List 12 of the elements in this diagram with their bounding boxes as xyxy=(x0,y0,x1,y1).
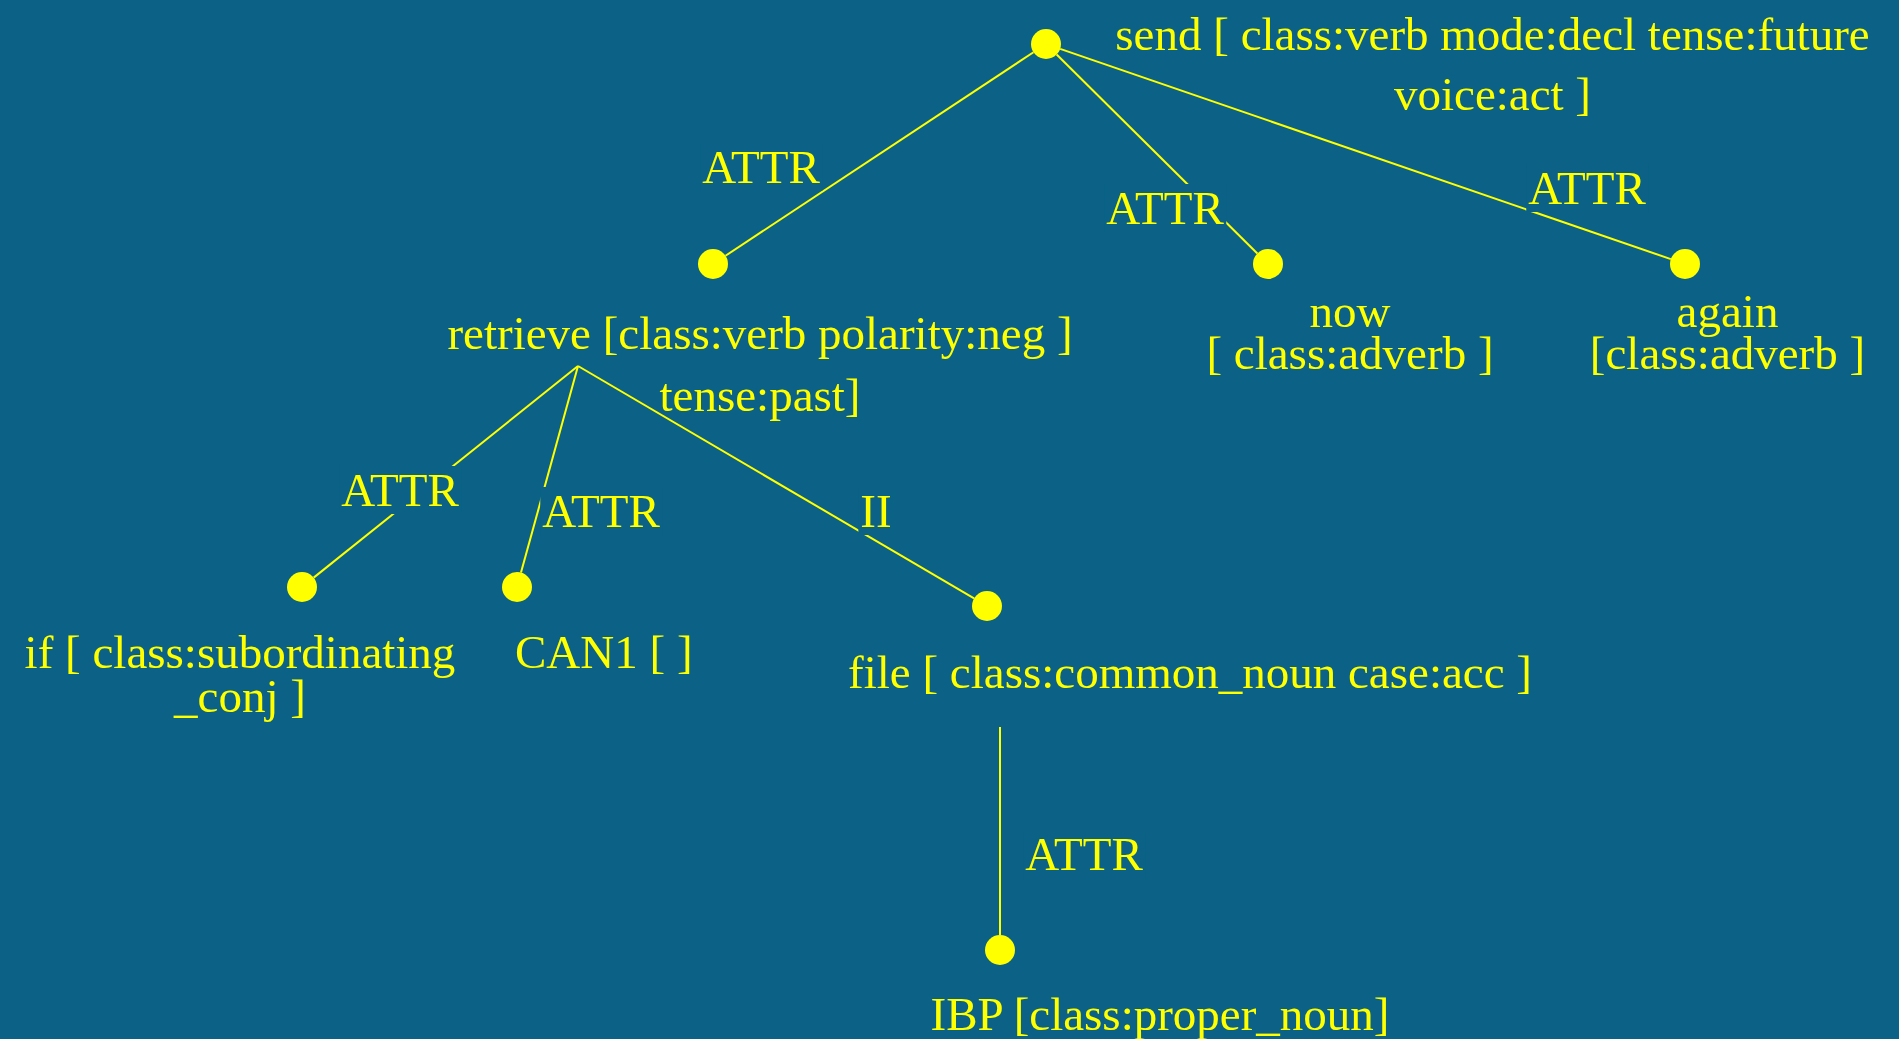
node-label: now [ class:adverb ] xyxy=(1205,290,1495,374)
node-label: file [ class:common_noun case:acc ] xyxy=(847,650,1533,694)
node-label: send [ class:verb mode:decl tense:future voice:act ] xyxy=(1114,7,1871,122)
node-label: again [class:adverb ] xyxy=(1588,290,1867,374)
node-label: retrieve [class:verb polarity:neg ] tense:past] xyxy=(446,306,1074,423)
connector-line xyxy=(577,365,976,600)
node-label: CAN1 [ ] xyxy=(515,630,694,674)
edge-label: ATTR xyxy=(339,466,461,514)
connector-line xyxy=(999,726,1001,936)
connector-line xyxy=(520,365,579,574)
connector-line xyxy=(724,51,1035,257)
connector-line xyxy=(1059,47,1672,261)
